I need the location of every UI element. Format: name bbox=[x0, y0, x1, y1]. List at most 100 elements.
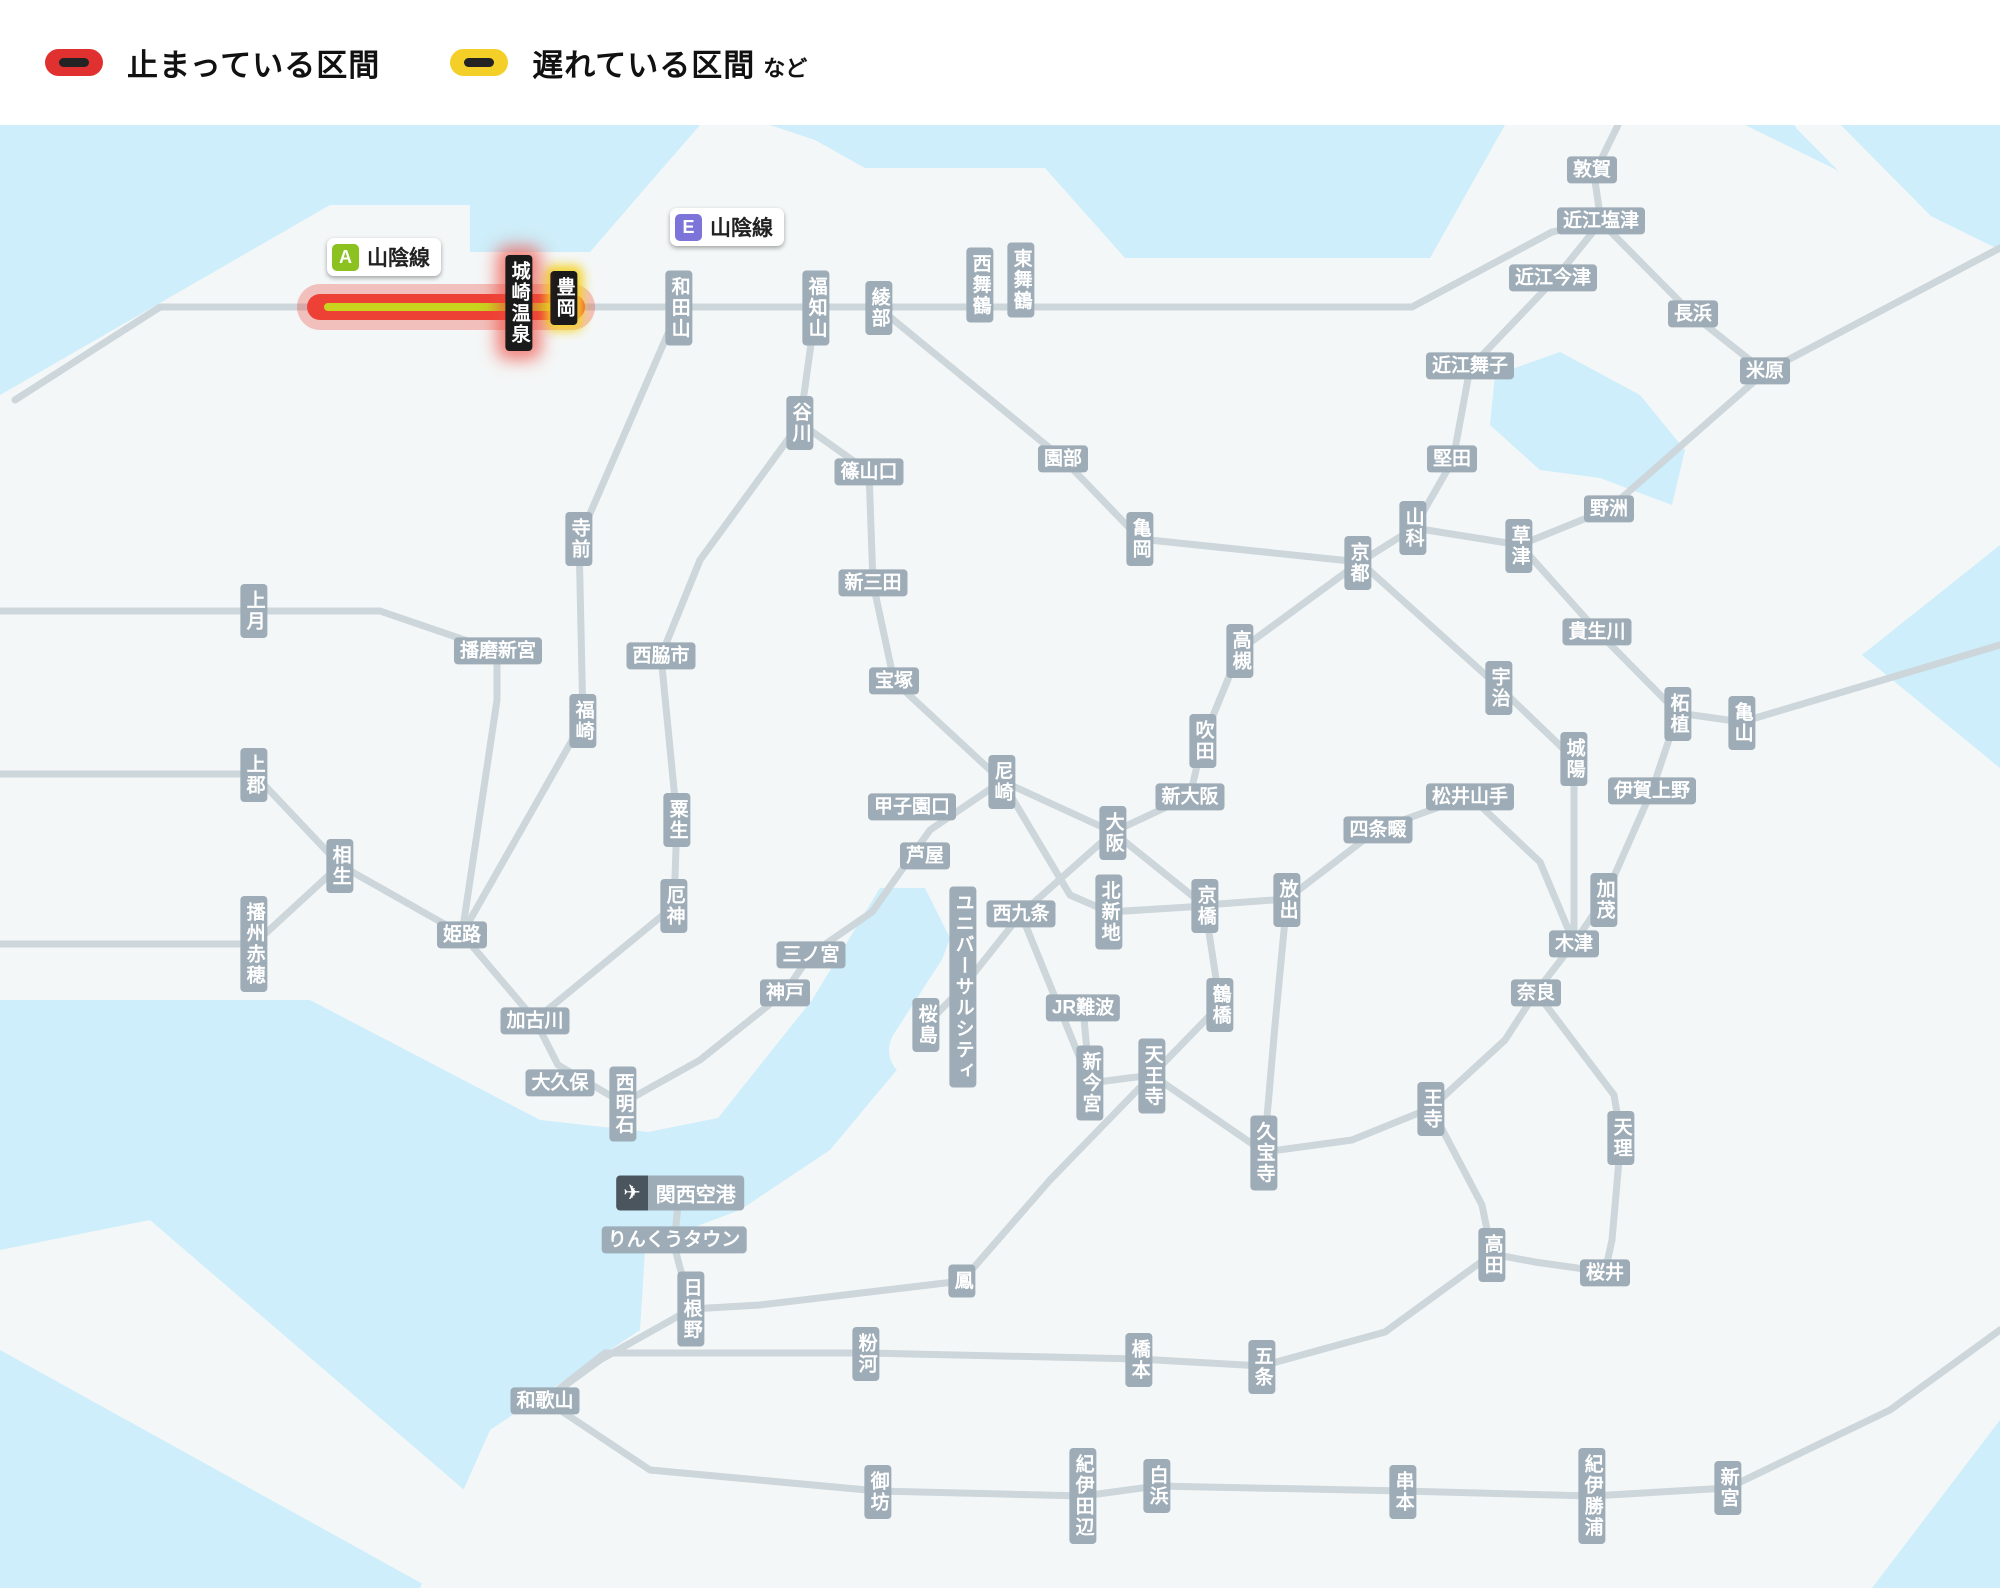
station-label: 近江舞子 bbox=[1425, 352, 1515, 380]
station-label: 松井山手 bbox=[1425, 783, 1515, 811]
station-label: 福知山 bbox=[802, 270, 830, 346]
station-label: 四条畷 bbox=[1343, 816, 1413, 844]
station-label: 吹田 bbox=[1189, 714, 1217, 768]
legend-bar: 止まっている区間 遅れている区間 など bbox=[0, 0, 2000, 125]
station-label: 粉河 bbox=[852, 1327, 880, 1381]
station-label: 王寺 bbox=[1417, 1082, 1445, 1136]
line-badge: E 山陰線 bbox=[670, 208, 784, 246]
rail-line bbox=[541, 1071, 1156, 1404]
rail-line bbox=[458, 304, 683, 938]
station-label: 鳳 bbox=[948, 1264, 976, 1298]
station-label: 長浜 bbox=[1667, 300, 1719, 328]
station-label: 敦賀 bbox=[1566, 156, 1618, 184]
station-label: 西舞鶴 bbox=[966, 247, 994, 323]
station-label: 大久保 bbox=[525, 1069, 595, 1097]
station-label: 三ノ宮 bbox=[776, 941, 846, 969]
station-label: 久宝寺 bbox=[1250, 1115, 1278, 1191]
station-label: 新大阪 bbox=[1155, 783, 1225, 811]
station-label: 高田 bbox=[1478, 1228, 1506, 1282]
station-label: 西脇市 bbox=[626, 642, 696, 670]
line-badge-label: 山陰線 bbox=[367, 247, 430, 270]
station-label: 京都 bbox=[1344, 536, 1372, 590]
station-label: 近江今津 bbox=[1508, 264, 1598, 292]
rail-line bbox=[1410, 218, 1769, 549]
station-label: 柘植 bbox=[1664, 687, 1692, 741]
station-label: 谷川 bbox=[786, 396, 814, 450]
station-label: 高槻 bbox=[1226, 624, 1254, 678]
station-label: 五条 bbox=[1248, 1340, 1276, 1394]
station-label: 奈良 bbox=[1510, 979, 1562, 1007]
station-label: 天理 bbox=[1607, 1111, 1635, 1165]
station-label: 堅田 bbox=[1426, 445, 1478, 473]
legend-delayed: 遅れている区間 など bbox=[450, 40, 807, 85]
station-label: 相生 bbox=[326, 839, 354, 893]
awaji-island bbox=[0, 1220, 505, 1588]
station-label: 西九条 bbox=[986, 900, 1056, 928]
station-label: 芦屋 bbox=[899, 842, 951, 870]
station-label: 亀岡 bbox=[1126, 512, 1154, 566]
station-label: 桜井 bbox=[1579, 1259, 1631, 1287]
station-label: 西明石 bbox=[609, 1066, 637, 1142]
station-label: 草津 bbox=[1505, 519, 1533, 573]
station-label: 天王寺 bbox=[1138, 1038, 1166, 1114]
station-label: 姫路 bbox=[436, 921, 488, 949]
rail-line bbox=[875, 304, 1364, 566]
station-label: 園部 bbox=[1037, 445, 1089, 473]
station-label: 亀山 bbox=[1728, 696, 1756, 750]
station-label: 鶴橋 bbox=[1206, 978, 1234, 1032]
station-label: 白浜 bbox=[1143, 1459, 1171, 1513]
station-label: 北新地 bbox=[1095, 874, 1123, 950]
line-symbol-icon: A bbox=[332, 243, 359, 271]
station-label: 加茂 bbox=[1590, 873, 1618, 927]
station-label: 貴生川 bbox=[1562, 618, 1632, 646]
rail-line bbox=[541, 1326, 2000, 1500]
station-label: 木津 bbox=[1548, 930, 1600, 958]
station-label: 播州赤穂 bbox=[240, 896, 268, 992]
station-label: 宇治 bbox=[1485, 661, 1513, 715]
airport-station-name: 関西空港 bbox=[647, 1175, 744, 1211]
station-label: ユニバーサルシティ bbox=[949, 886, 977, 1088]
station-label: 橋本 bbox=[1125, 1333, 1153, 1387]
rail-line bbox=[1201, 792, 1578, 947]
legend-stopped-label: 止まっている区間 bbox=[127, 48, 381, 83]
station-label: 串本 bbox=[1389, 1465, 1417, 1519]
station-label: 桜島 bbox=[912, 998, 940, 1052]
station-label: 尼崎 bbox=[988, 755, 1016, 809]
station-label: 野洲 bbox=[1583, 495, 1635, 523]
rail-line bbox=[1488, 988, 1625, 1276]
station-label: 城崎温泉 bbox=[505, 255, 533, 351]
station-label: 豊岡 bbox=[550, 271, 578, 325]
rail-line bbox=[1570, 709, 1682, 947]
line-symbol-icon: E bbox=[675, 213, 702, 241]
station-label: 篠山口 bbox=[834, 458, 904, 486]
rail-line bbox=[1761, 244, 2000, 376]
line-badge-label: 山陰線 bbox=[710, 217, 773, 240]
station-label: 新三田 bbox=[838, 569, 908, 597]
station-label: 播磨新宮 bbox=[453, 637, 543, 665]
station-label: 山科 bbox=[1399, 501, 1427, 555]
airplane-icon: ✈ bbox=[616, 1175, 648, 1211]
station-label: 米原 bbox=[1739, 357, 1791, 385]
rail-line bbox=[0, 607, 501, 938]
station-label: 東舞鶴 bbox=[1007, 242, 1035, 318]
station-label: 紀伊田辺 bbox=[1069, 1448, 1097, 1544]
station-label: 綾部 bbox=[865, 281, 893, 335]
station-label: 加古川 bbox=[500, 1007, 570, 1035]
station-label: 粟生 bbox=[663, 793, 691, 847]
station-label: 寺前 bbox=[565, 512, 593, 566]
station-label: 日根野 bbox=[677, 1271, 705, 1347]
rail-line bbox=[998, 777, 1209, 916]
station-label: 甲子園口 bbox=[867, 793, 957, 821]
rail-line bbox=[531, 419, 804, 1024]
delayed-line-icon bbox=[450, 49, 509, 76]
station-label: JR難波 bbox=[1045, 994, 1121, 1022]
station-label: 城陽 bbox=[1560, 732, 1588, 786]
station-label: 放出 bbox=[1273, 873, 1301, 927]
line-badge: A 山陰線 bbox=[327, 238, 441, 276]
station-label: 上郡 bbox=[240, 748, 268, 802]
airport-station-label: ✈関西空港 bbox=[616, 1175, 744, 1211]
station-label: りんくうタウン bbox=[601, 1226, 747, 1254]
legend-delayed-label: 遅れている区間 bbox=[532, 48, 756, 83]
